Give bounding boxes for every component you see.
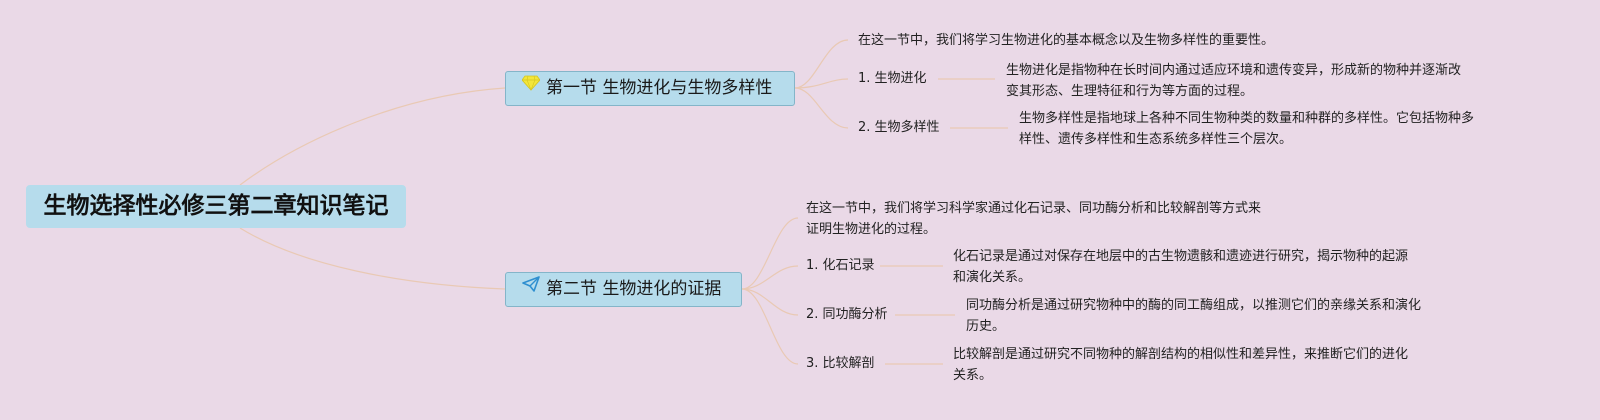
section-1-topic[interactable]: 第一节 生物进化与生物多样性 xyxy=(505,71,795,106)
connector-s1-item2 xyxy=(794,87,849,129)
root-topic[interactable]: 生物选择性必修三第二章知识笔记 xyxy=(26,185,406,228)
connector-root-section-2 xyxy=(239,227,506,290)
section-1-item-1-detail[interactable]: 生物进化是指物种在长时间内通过适应环境和遗传变异，形成新的物种并逐渐改 变其形态… xyxy=(1006,63,1462,99)
connector-s2-item1 xyxy=(741,265,799,290)
section-2-topic[interactable]: 第二节 生物进化的证据 xyxy=(505,272,742,307)
section-2-item-2-label[interactable]: 2. 同功酶分析 xyxy=(806,307,888,322)
connector-root-section-1 xyxy=(239,87,506,186)
connector-s2-intro xyxy=(741,217,799,290)
section-1-item-2-detail[interactable]: 生物多样性是指地球上各种不同生物种类的数量和种群的多样性。它包括物种多 样性、遗… xyxy=(1019,111,1475,147)
section-2-title: 第二节 生物进化的证据 xyxy=(546,279,722,299)
gem-icon xyxy=(521,70,541,102)
section-2-item-1-label[interactable]: 1. 化石记录 xyxy=(806,258,875,273)
section-2-item-3-detail[interactable]: 比较解剖是通过研究不同物种的解剖结构的相似性和差异性，来推断它们的进化 关系。 xyxy=(953,347,1409,383)
section-2-item-3-label[interactable]: 3. 比较解剖 xyxy=(806,356,875,371)
section-1-intro[interactable]: 在这一节中，我们将学习生物进化的基本概念以及生物多样性的重要性。 xyxy=(858,33,1275,48)
section-2-item-1-detail[interactable]: 化石记录是通过对保存在地层中的古生物遗骸和遗迹进行研究，揭示物种的起源 和演化关… xyxy=(953,249,1409,285)
section-1-title: 第一节 生物进化与生物多样性 xyxy=(546,78,773,98)
section-1-item-2-label[interactable]: 2. 生物多样性 xyxy=(858,120,940,135)
section-2-intro[interactable]: 在这一节中，我们将学习科学家通过化石记录、同功酶分析和比较解剖等方式来 证明生物… xyxy=(806,201,1262,237)
section-1-item-1-label[interactable]: 1. 生物进化 xyxy=(858,71,927,86)
paper-plane-icon xyxy=(522,271,540,303)
connector-s1-intro xyxy=(794,39,849,89)
connector-s2-item3 xyxy=(741,288,799,365)
connector-s1-item1 xyxy=(794,78,849,89)
section-2-item-2-detail[interactable]: 同功酶分析是通过研究物种中的酶的同工酶组成，以推测它们的亲缘关系和演化 历史。 xyxy=(966,298,1422,334)
connector-s2-item2 xyxy=(741,288,799,316)
